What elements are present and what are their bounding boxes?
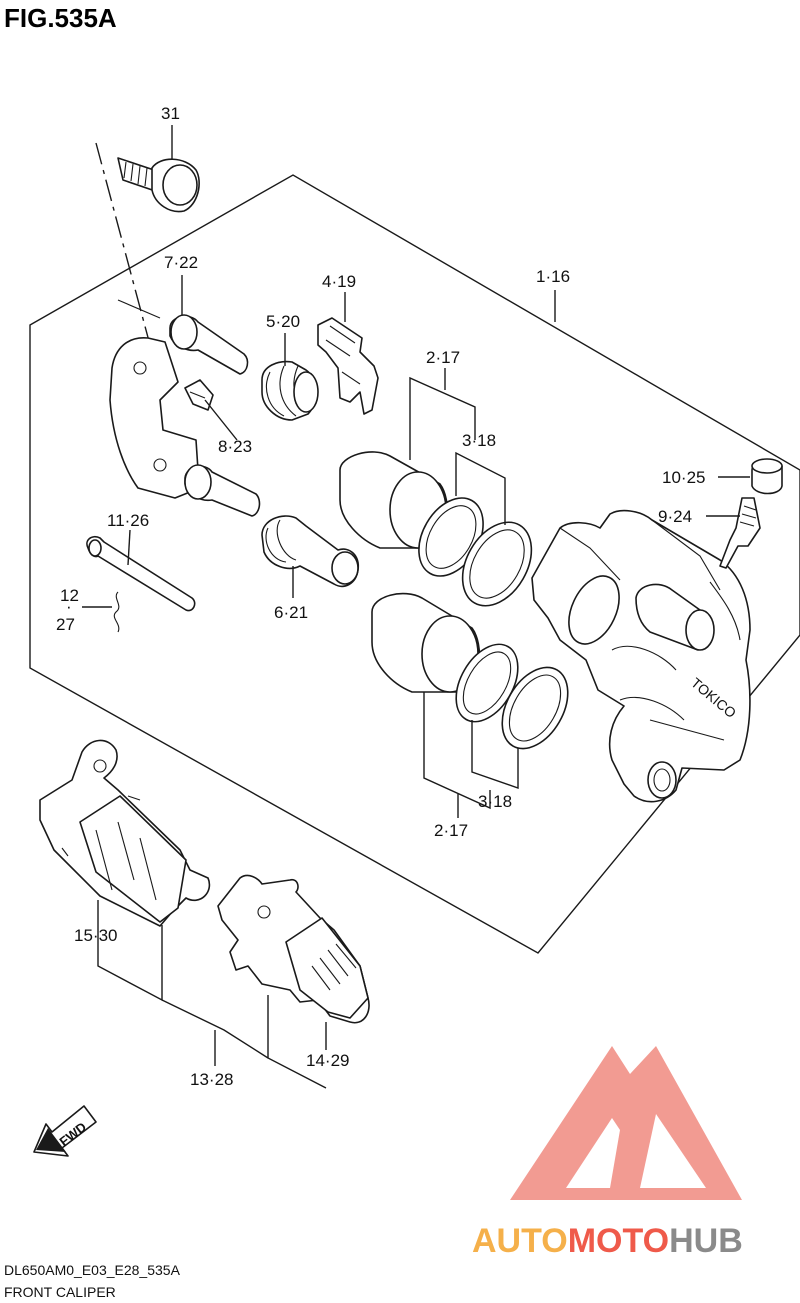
assembly-boundary [29,174,800,954]
watermark-moto: MOTO [568,1222,669,1260]
callout-7-22: 7·22 [164,253,198,272]
callout-4-19: 4·19 [322,272,356,291]
leader-3-18-bottom [471,720,519,789]
leader-2-17-top [409,376,476,460]
callout-2-17-bottom: 2·17 [434,821,468,840]
callout-5-20: 5·20 [266,312,300,331]
bleeder-valve [719,497,761,569]
brake-pad-set-15-30 [39,739,211,927]
leader-8-23 [204,399,238,441]
leader-3-18-top [455,451,506,525]
leader-14-29-a [267,995,327,1089]
caliper-bracket [109,299,261,517]
watermark-auto: AUTO [472,1222,568,1260]
callout-3-18-top: 3·18 [462,431,496,450]
callout-31: 31 [161,104,180,123]
caliper-body: TOKICO [531,509,751,803]
callout-10-25: 10·25 [662,468,705,487]
brake-pad-set-14-29 [217,874,370,1024]
model-code: DL650AM0_E03_E28_535A [4,1262,181,1278]
section-name: FRONT CALIPER [4,1284,116,1300]
callout-3-18-bottom: 3·18 [478,792,512,811]
pin-boot-lower [261,515,360,588]
leader-2-17-bottom [423,692,491,810]
watermark-hub: HUB [669,1222,743,1260]
callout-13-28: 13·28 [190,1070,233,1089]
pad-mounting-pin [86,535,196,612]
callout-12-27-separator: · [66,597,72,616]
callout-6-21: 6·21 [274,603,308,622]
dust-seal-lower [501,666,569,750]
automotohub-logo-mark [510,1046,742,1200]
pin-boot-upper [261,360,319,421]
callout-1-16: 1·16 [536,267,570,286]
bolt-axis-line [95,142,151,346]
watermark-text: AUTOMOTOHUB [472,1222,743,1260]
callout-11-26: 11·26 [107,511,149,530]
piston-upper [339,451,449,549]
figure-title: FIG.535A [4,3,117,33]
leader-13-28-join [161,999,269,1059]
callout-12: 12 [60,586,79,605]
callout-2-17-top: 2·17 [426,348,460,367]
pad-spring [317,317,379,415]
callout-27: 27 [56,615,75,634]
callout-8-23: 8·23 [218,437,252,456]
callout-15-30: 15·30 [74,926,117,945]
fwd-direction-arrow: FWD [33,1105,97,1157]
pad-spring-clip [184,379,214,411]
dust-seal-upper [461,521,533,607]
leader-11-26 [127,529,131,566]
callout-14-29: 14·29 [306,1051,349,1070]
pin-retaining-clip [113,591,120,633]
callout-9-24: 9·24 [658,507,692,526]
caliper-mounting-bolt [117,157,200,213]
leader-15-30 [97,900,163,1002]
bleeder-valve-cap [751,458,783,495]
